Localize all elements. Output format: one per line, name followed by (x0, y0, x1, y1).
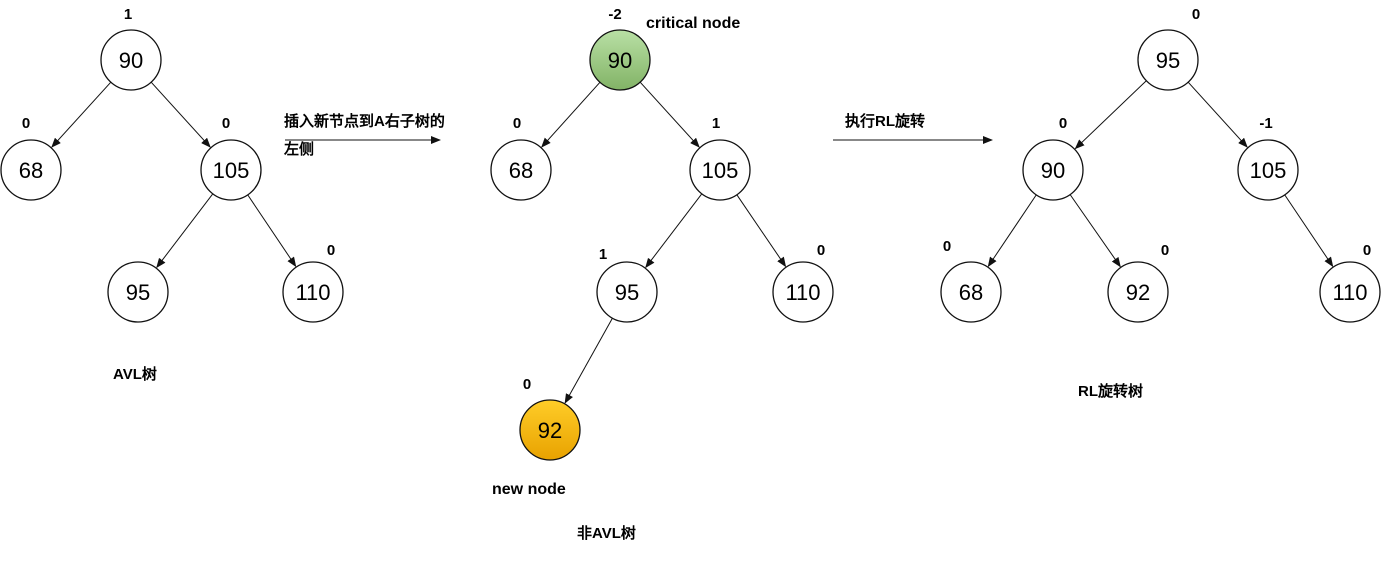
node-circle (1107, 261, 1169, 323)
node-circle (1237, 139, 1299, 201)
balance-factor-label: -1 (1259, 115, 1272, 132)
node-value: 90 (119, 48, 143, 73)
balance-factor-label: 0 (1059, 115, 1067, 132)
nodes-layer: 90 1 68 0 105 0 95 110 0 90 -2 68 0 105 1 95 1 110 0 92 0 95 0… (0, 6, 1381, 461)
node-value: 95 (126, 280, 150, 305)
edge-t2-105-to-t2-110 (736, 194, 787, 268)
node-value: 92 (1126, 280, 1150, 305)
edge-t2-90-to-t2-68 (541, 81, 601, 148)
node-circle (282, 261, 344, 323)
edge-t2-90-to-t2-105 (639, 81, 700, 148)
balance-factor-label: 0 (1192, 6, 1200, 23)
node-value: 90 (1041, 158, 1065, 183)
critical-node-note: critical node (646, 15, 740, 32)
node-circle (490, 139, 552, 201)
balance-factor-label: 1 (599, 246, 607, 263)
balance-factor-label: 0 (513, 115, 521, 132)
tree-node-t2-90: 90 -2 (589, 6, 651, 91)
edge-t3-95-to-t3-105 (1187, 81, 1248, 148)
edge-t3-90-to-t3-68 (987, 194, 1037, 268)
node-value: 95 (615, 280, 639, 305)
balance-factor-label: 0 (1363, 242, 1371, 259)
edge-t2-105-to-t2-95 (645, 193, 703, 269)
rotate-arrow: 执行RL旋转 (833, 112, 993, 144)
tree-node-t2-68: 68 0 (490, 115, 552, 201)
tree-2-caption: 非AVL树 (577, 524, 636, 542)
edge-t3-95-to-t3-90 (1074, 80, 1147, 150)
edge-t3-105-to-t3-110 (1284, 194, 1334, 268)
tree-1-caption: AVL树 (113, 365, 157, 383)
tree-node-t1-95: 95 (107, 261, 169, 323)
node-value: 105 (1250, 158, 1287, 183)
tree-node-t2-105: 105 1 (689, 115, 751, 201)
tree-node-t3-110: 110 0 (1319, 242, 1381, 323)
balance-factor-label: 0 (327, 242, 335, 259)
tree-node-t1-110: 110 0 (282, 242, 344, 323)
insert-arrow: 插入新节点到A右子树的 左侧 (283, 112, 445, 158)
edge-t3-90-to-t3-92 (1069, 194, 1121, 268)
node-value: 110 (785, 280, 820, 305)
insert-arrow-label-line-1: 插入新节点到A右子树的 (284, 112, 445, 130)
node-value: 68 (959, 280, 983, 305)
insert-arrow-label-line-2: 左侧 (283, 140, 314, 158)
tree-node-t3-95: 95 0 (1137, 6, 1200, 91)
node-value: 68 (509, 158, 533, 183)
tree-node-t2-110: 110 0 (772, 242, 834, 323)
balance-factor-label: 1 (124, 6, 132, 23)
edges-layer (51, 80, 1334, 404)
node-value: 105 (702, 158, 739, 183)
tree-node-t3-68: 68 0 (940, 238, 1002, 323)
node-circle (596, 261, 658, 323)
node-value: 68 (19, 158, 43, 183)
edge-t1-90-to-t1-105 (150, 81, 211, 148)
node-circle (1137, 29, 1199, 91)
balance-factor-label: 0 (817, 242, 825, 259)
balance-factor-label: 0 (22, 115, 30, 132)
balance-factor-label: 0 (523, 376, 531, 393)
tree-node-t2-92: 92 0 (519, 376, 581, 461)
tree-node-t1-105: 105 0 (200, 115, 262, 201)
node-circle (589, 29, 651, 91)
tree-node-t3-105: 105 -1 (1237, 115, 1299, 201)
node-circle (100, 29, 162, 91)
node-value: 110 (1332, 280, 1367, 305)
tree-node-t3-92: 92 0 (1107, 242, 1169, 323)
node-value: 95 (1156, 48, 1180, 73)
node-value: 92 (538, 418, 562, 443)
node-circle (940, 261, 1002, 323)
node-circle (1319, 261, 1381, 323)
node-circle (1022, 139, 1084, 201)
edge-t1-105-to-t1-110 (247, 194, 297, 268)
rotate-arrow-label: 执行RL旋转 (845, 112, 925, 130)
edge-t1-105-to-t1-95 (156, 193, 214, 269)
node-value: 90 (608, 48, 632, 73)
new-node-note: new node (492, 481, 566, 498)
node-circle (200, 139, 262, 201)
node-circle (107, 261, 169, 323)
node-circle (0, 139, 62, 201)
balance-factor-label: 1 (712, 115, 720, 132)
edge-t2-95-to-t2-92 (564, 317, 613, 404)
tree-node-t3-90: 90 0 (1022, 115, 1084, 201)
balance-factor-label: 0 (1161, 242, 1169, 259)
node-circle (772, 261, 834, 323)
tree-node-t1-90: 90 1 (100, 6, 162, 91)
edge-t1-90-to-t1-68 (51, 81, 112, 148)
balance-factor-label: 0 (943, 238, 951, 255)
node-circle (519, 399, 581, 461)
node-value: 105 (213, 158, 250, 183)
balance-factor-label: 0 (222, 115, 230, 132)
node-circle (689, 139, 751, 201)
tree-node-t1-68: 68 0 (0, 115, 62, 201)
balance-factor-label: -2 (608, 6, 621, 23)
node-value: 110 (295, 280, 330, 305)
tree-3-caption: RL旋转树 (1078, 382, 1143, 400)
tree-node-t2-95: 95 1 (596, 246, 658, 323)
